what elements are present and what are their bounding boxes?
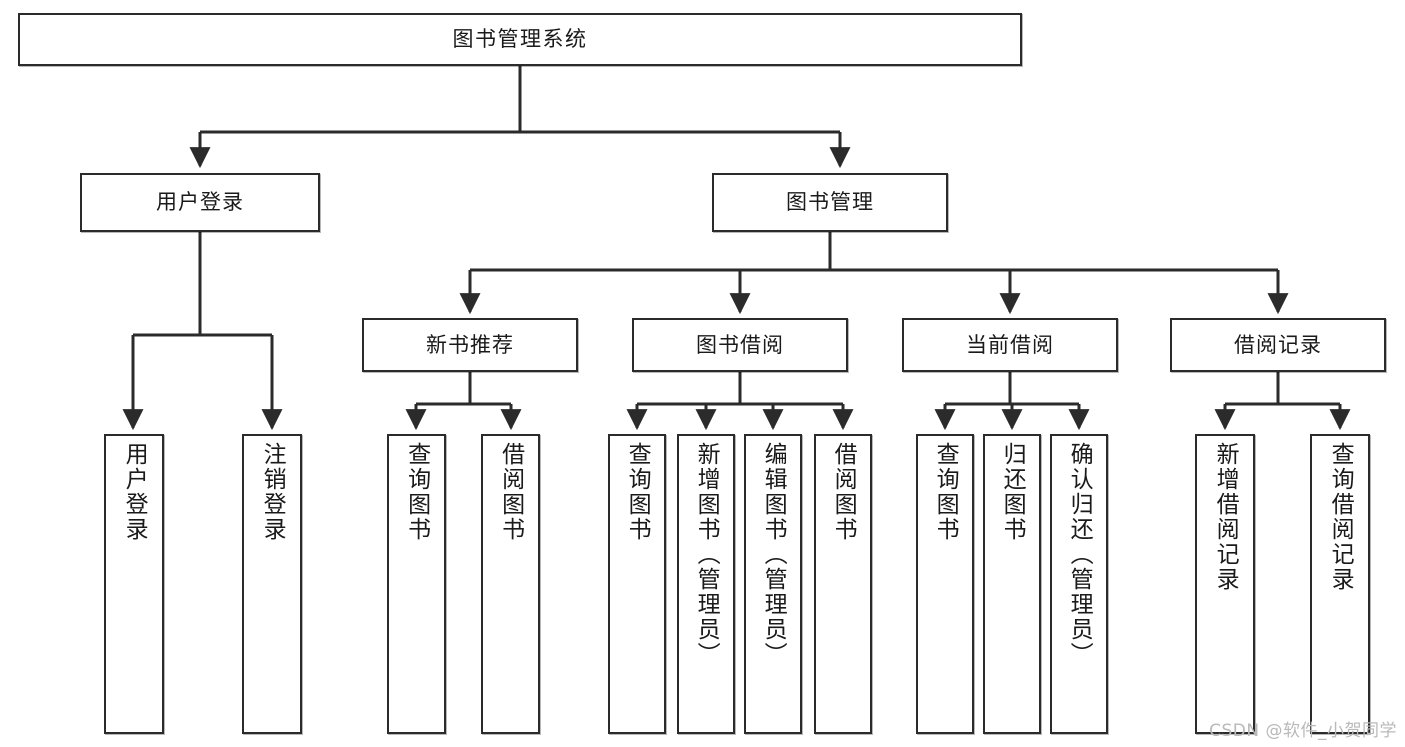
node-current-borrow[interactable]: 当前借阅 xyxy=(902,318,1118,372)
leaf-currentborrow-query-book-label: 查询图书 xyxy=(932,442,959,542)
leaf-user-logout[interactable]: 注销登录 xyxy=(242,434,302,734)
leaf-currentborrow-return-book[interactable]: 归还图书 xyxy=(983,434,1041,734)
leaf-borrowrecord-query-record[interactable]: 查询借阅记录 xyxy=(1310,434,1370,734)
node-borrow-record-label: 借阅记录 xyxy=(1234,332,1322,357)
node-borrow-record[interactable]: 借阅记录 xyxy=(1170,318,1386,372)
leaf-newbook-borrow-book-label: 借阅图书 xyxy=(497,442,524,542)
leaf-borrowrecord-add-record[interactable]: 新增借阅记录 xyxy=(1195,434,1255,734)
leaf-borrowrecord-add-record-label: 新增借阅记录 xyxy=(1212,442,1239,592)
node-book-management[interactable]: 图书管理 xyxy=(712,173,948,232)
leaf-bookborrow-edit-book[interactable]: 编辑图书（管理员） xyxy=(744,434,802,734)
node-new-book-recommend-label: 新书推荐 xyxy=(426,332,514,357)
leaf-newbook-borrow-book[interactable]: 借阅图书 xyxy=(481,434,540,734)
leaf-borrowrecord-query-record-label: 查询借阅记录 xyxy=(1327,442,1354,592)
leaf-currentborrow-return-book-label: 归还图书 xyxy=(999,442,1026,542)
leaf-bookborrow-add-book[interactable]: 新增图书（管理员） xyxy=(677,434,735,734)
watermark-text: CSDN @软件_小贺同学 xyxy=(1209,721,1397,741)
leaf-user-login[interactable]: 用户登录 xyxy=(104,434,164,734)
node-book-borrow[interactable]: 图书借阅 xyxy=(632,318,848,372)
leaf-bookborrow-borrow-book[interactable]: 借阅图书 xyxy=(814,434,872,734)
leaf-currentborrow-confirm-return[interactable]: 确认归还（管理员） xyxy=(1050,434,1108,734)
leaf-bookborrow-borrow-book-label: 借阅图书 xyxy=(830,442,857,542)
leaf-bookborrow-edit-book-label: 编辑图书（管理员） xyxy=(760,442,787,667)
node-root-label: 图书管理系统 xyxy=(452,27,588,52)
node-new-book-recommend[interactable]: 新书推荐 xyxy=(362,318,578,372)
node-root[interactable]: 图书管理系统 xyxy=(18,13,1022,66)
leaf-currentborrow-query-book[interactable]: 查询图书 xyxy=(916,434,974,734)
node-book-borrow-label: 图书借阅 xyxy=(696,332,784,357)
leaf-bookborrow-query-book-label: 查询图书 xyxy=(624,442,651,542)
leaf-newbook-query-book-label: 查询图书 xyxy=(403,442,430,542)
leaf-currentborrow-confirm-return-label: 确认归还（管理员） xyxy=(1066,442,1093,667)
leaf-bookborrow-query-book[interactable]: 查询图书 xyxy=(608,434,666,734)
node-book-management-label: 图书管理 xyxy=(786,190,874,215)
leaf-bookborrow-add-book-label: 新增图书（管理员） xyxy=(693,442,720,667)
leaf-newbook-query-book[interactable]: 查询图书 xyxy=(387,434,446,734)
leaf-user-login-label: 用户登录 xyxy=(121,442,148,542)
node-user-login-label: 用户登录 xyxy=(156,190,244,215)
node-user-login[interactable]: 用户登录 xyxy=(80,173,320,232)
leaf-user-logout-label: 注销登录 xyxy=(259,442,286,542)
node-current-borrow-label: 当前借阅 xyxy=(966,332,1054,357)
